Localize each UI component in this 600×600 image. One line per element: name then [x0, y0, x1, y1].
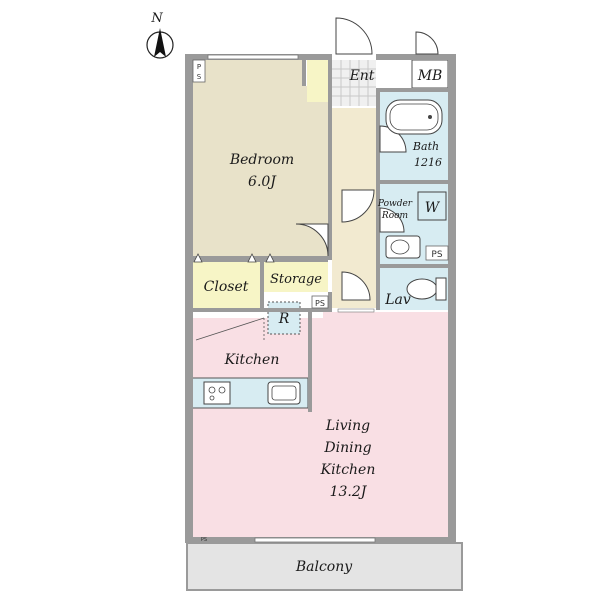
windows: [207, 54, 376, 543]
lav-label: Lav: [384, 292, 411, 308]
meter-door: [415, 31, 439, 55]
bedroom-area: [192, 60, 328, 256]
bathtub-icon: [385, 99, 443, 135]
closet-label: Closet: [204, 279, 249, 295]
pipe-space-bath: [425, 245, 449, 261]
ldk-label-kitchen: Kitchen: [320, 462, 376, 478]
powder-door: [379, 207, 405, 233]
ldk-label-living: Living: [325, 418, 370, 434]
storage-area: [264, 262, 328, 292]
ldk-door: [341, 271, 371, 301]
refrigerator-space: [267, 301, 301, 335]
entry-storage: [307, 60, 329, 102]
balcony-area: [186, 542, 463, 591]
washer-label: W: [425, 200, 441, 216]
compass-label: N: [150, 11, 163, 26]
ldk-area: [192, 312, 450, 537]
closet-door-marks: [193, 253, 275, 263]
washbasin-icon: [385, 235, 421, 259]
washer-space: [417, 191, 447, 221]
stove-icon: [203, 381, 231, 405]
entrance-label: Ent: [349, 68, 375, 84]
kitchen-label: Kitchen: [224, 352, 280, 368]
bath-size: 1216: [414, 156, 442, 169]
ldk-size: 13.2J: [330, 484, 368, 500]
sink-icon: [267, 381, 301, 405]
bath-label: Bath: [412, 140, 439, 153]
storage-label: Storage: [270, 272, 322, 287]
north-compass: N: [146, 11, 174, 59]
powder-room-label-2: Room: [381, 211, 408, 221]
bedroom-size: 6.0J: [248, 174, 277, 190]
entrance-door: [335, 17, 373, 55]
compass-arrow-icon: [154, 28, 166, 57]
closet-area: [192, 262, 260, 308]
pipe-space-storage: [311, 295, 329, 309]
toilet-icon: [406, 277, 447, 301]
bedroom-label: Bedroom: [229, 152, 294, 168]
pipe-space-bedroom-bottom: S: [197, 73, 202, 81]
pipe-space-bath-label: PS: [431, 250, 442, 260]
ldk-label-dining: Dining: [323, 440, 371, 456]
pipe-space-bedroom: [192, 59, 206, 83]
pipe-space-bedroom-top: P: [197, 63, 201, 71]
pipe-space-storage-label: PS: [315, 299, 325, 308]
meter-box-label: MB: [417, 68, 443, 84]
corridor-door: [341, 189, 375, 223]
bedroom-door: [295, 223, 329, 257]
refrigerator-label: R: [278, 311, 290, 327]
doors: [295, 17, 439, 301]
powder-room-label-1: Powder: [377, 199, 413, 209]
kitchen-divider: [195, 317, 265, 341]
pipe-space-balcony-label: PS: [201, 537, 207, 543]
balcony-label: Balcony: [295, 559, 353, 575]
entrance-tiles: [332, 60, 376, 106]
